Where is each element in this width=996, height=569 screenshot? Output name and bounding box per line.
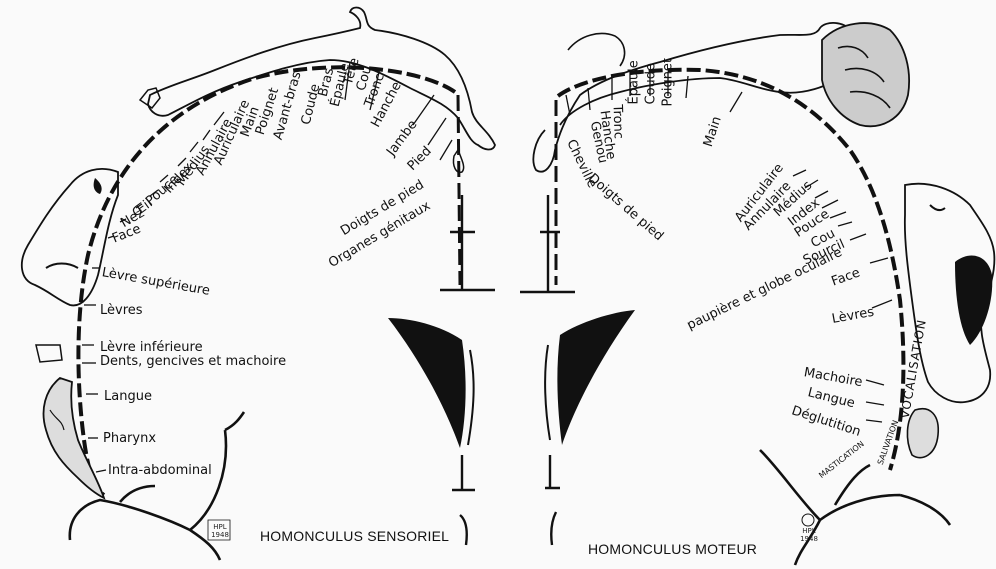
motor-title: HOMONCULUS MOTEUR (588, 541, 757, 557)
sensory-signature: HPL 1948 (205, 523, 235, 539)
sensory-label-pharynx: Pharynx (103, 432, 156, 445)
sensory-title: HOMONCULUS SENSORIEL (260, 528, 449, 544)
motor-label-epaule: Épaule (628, 60, 641, 104)
sensory-signature-initials: HPL (205, 523, 235, 531)
motor-label-coude: Coude (645, 63, 658, 105)
motor-label-poignet: Poignet (662, 58, 675, 107)
sensory-label-dents-gencives-machoire: Dents, gencives et machoire (100, 355, 286, 368)
sensory-label-intra-abdominal: Intra-abdominal (108, 464, 212, 477)
sensory-label-levres: Lèvres (100, 304, 143, 317)
sensory-label-levre-inferieure: Lèvre inférieure (100, 341, 203, 354)
motor-signature-year: 1948 (795, 535, 823, 543)
motor-label-tronc: Tronc (611, 104, 625, 139)
motor-signature: HPL 1948 (795, 527, 823, 543)
sensory-signature-year: 1948 (205, 531, 235, 539)
sensory-label-langue: Langue (104, 390, 152, 403)
motor-signature-initials: HPL (795, 527, 823, 535)
